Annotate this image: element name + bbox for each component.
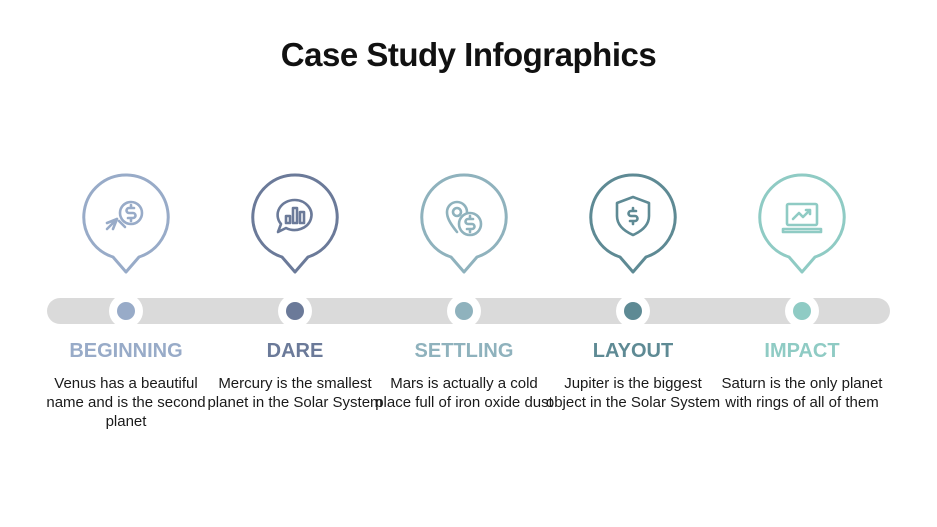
step-description: Venus has a beautiful name and is the se… (46, 375, 206, 430)
step-title: DARE (266, 340, 324, 362)
step-title: LAYOUT (592, 340, 674, 362)
map-pin-marker (589, 173, 677, 274)
timeline-dot (616, 294, 650, 328)
step-beginning: BEGINNING Venus has a beautiful name and… (36, 0, 216, 527)
step-description: Saturn is the only planet with rings of … (721, 375, 883, 411)
map-pin-marker (251, 173, 339, 274)
timeline-dot (278, 294, 312, 328)
step-settling: SETTLING Mars is actually a cold place f… (374, 0, 554, 527)
location-dollar-icon (445, 200, 483, 237)
step-impact: IMPACT Saturn is the only planet with ri… (712, 0, 892, 527)
chat-chart-icon (276, 198, 313, 234)
map-pin-marker (420, 173, 508, 274)
laptop-growth-icon (781, 202, 823, 234)
map-pin-marker (82, 173, 170, 274)
step-title: SETTLING (414, 340, 514, 362)
timeline-dot (447, 294, 481, 328)
timeline-dot (785, 294, 819, 328)
step-title: BEGINNING (69, 340, 183, 362)
step-title: IMPACT (764, 340, 840, 362)
page-title: Case Study Infographics (280, 36, 657, 73)
timeline-dot (109, 294, 143, 328)
step-dare: DARE Mercury is the smallest planet in t… (205, 0, 385, 527)
step-description: Mars is actually a cold place full of ir… (375, 375, 553, 411)
map-pin-marker (758, 173, 846, 274)
shield-dollar-icon (615, 195, 651, 237)
step-layout: LAYOUT Jupiter is the biggest object in … (543, 0, 723, 527)
step-description: Jupiter is the biggest object in the Sol… (545, 375, 721, 411)
step-description: Mercury is the smallest planet in the So… (207, 375, 383, 411)
cursor-dollar-icon (105, 200, 144, 231)
